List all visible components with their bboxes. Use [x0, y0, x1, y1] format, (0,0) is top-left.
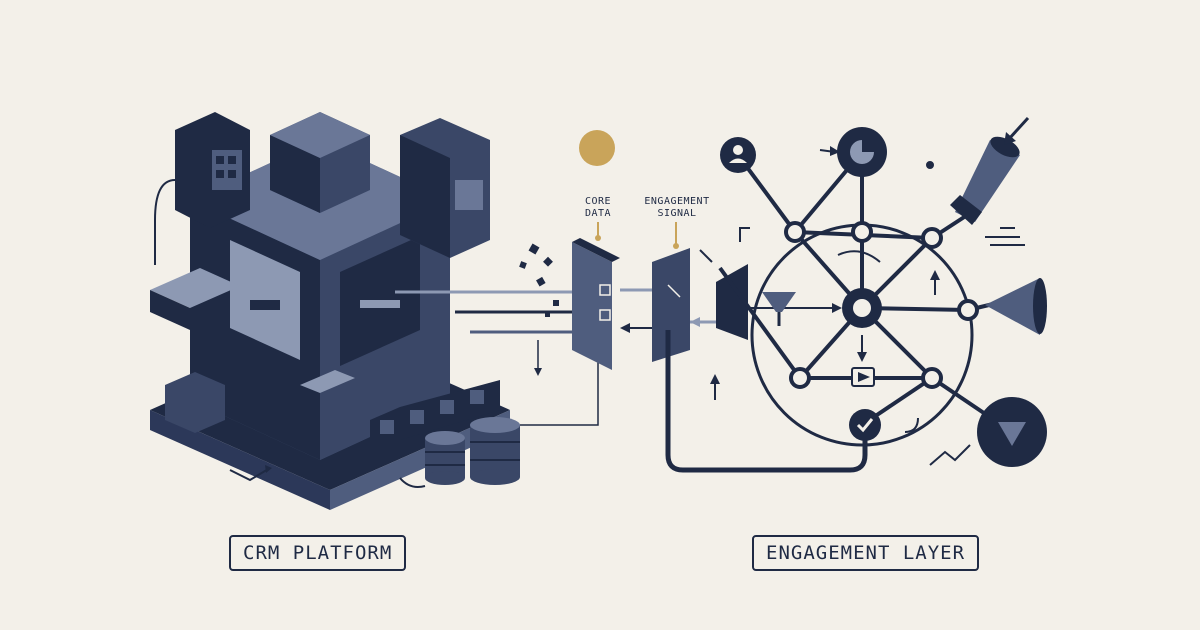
arrow: [399, 477, 426, 488]
core-data-label: CORE DATA: [578, 196, 618, 220]
crm-platform-label: CRM PLATFORM: [229, 535, 407, 571]
check-icon: [849, 409, 881, 441]
engagement-signal-line1: ENGAGEMENT: [644, 196, 710, 207]
decorative-arrows: [710, 146, 1025, 466]
play-icon: [851, 367, 875, 387]
user-icon: [720, 137, 756, 173]
engagement-layer-label: ENGAGEMENT LAYER: [752, 535, 980, 571]
horn-icon: [985, 278, 1047, 335]
network-nodes: [784, 221, 979, 389]
crm-platform-illustration: [150, 112, 510, 510]
funnel-icon: [762, 292, 796, 326]
filter-panels: [572, 238, 748, 370]
triangle-down-icon: [977, 397, 1047, 467]
accent-dot: [579, 130, 615, 166]
pie-chart-icon: [837, 127, 887, 177]
core-data-line2: DATA: [584, 208, 612, 219]
megaphone-icon: [950, 116, 1030, 225]
database-icon: [425, 417, 520, 485]
engagement-signal-label: ENGAGEMENT SIGNAL: [640, 196, 714, 220]
core-data-line1: CORE: [584, 196, 612, 207]
engagement-signal-line2: SIGNAL: [657, 208, 697, 219]
data-particles: [519, 243, 559, 317]
